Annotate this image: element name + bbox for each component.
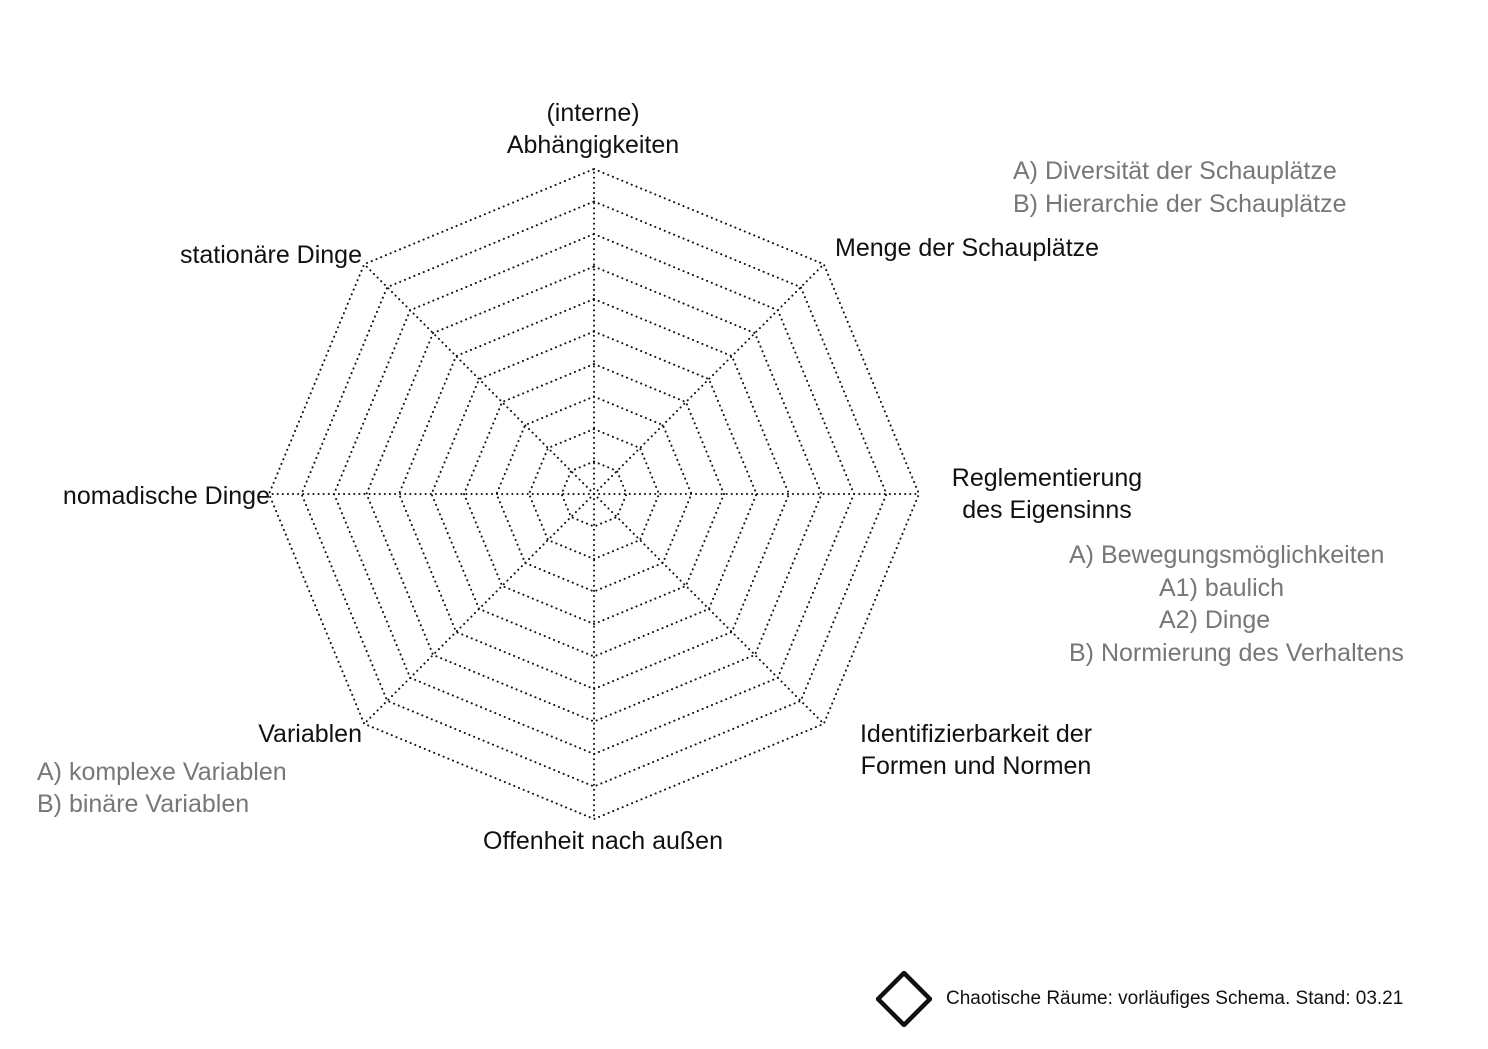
sublist-item: A1) baulich [1159,573,1285,602]
sublist-item: B) binäre Variablen [37,789,250,818]
footer-caption: Chaotische Räume: vorläufiges Schema. St… [874,969,1404,1029]
axis-label-line: stationäre Dinge [179,241,362,269]
grid-ring [397,297,791,691]
sublist-item: A) komplexe Variablen [37,758,287,786]
sublist-eigensinn: A) Bewegungsmöglichkeiten A1) baulich A2… [1069,539,1404,669]
sublist-item: B) Hierarchie der Schauplätze [1013,189,1347,218]
axis-label-eigensinn: Reglementierung des Eigensinns [927,462,1167,526]
axis-label-nomadisch: nomadische Dinge [10,480,270,512]
axis-spoke-stationaer [363,263,595,495]
axis-label-line: Variablen [258,720,362,748]
axis-label-line: (interne) [546,99,640,127]
axis-label-offenheit: Offenheit nach außen [443,825,763,857]
grid-ring [267,167,921,821]
axis-label-variablen: Variablen [160,718,362,750]
axis-label-abhaengigkeiten: (interne) Abhängigkeiten [463,97,723,161]
axis-label-identifizierbarkeit: Identifizierbarkeit der Formen und Norme… [826,718,1126,782]
sublist-item: A2) Dinge [1159,606,1271,634]
axis-label-line: Menge der Schauplätze [835,234,1100,262]
grid-ring [527,427,661,561]
axis-spoke-identifizierbarkeit [593,493,825,725]
sublist-item: A) Diversität der Schauplätze [1013,157,1337,185]
axis-label-line: nomadische Dinge [62,482,270,510]
sublist-item: B) Normierung des Verhaltens [1069,638,1404,667]
axis-label-line: Reglementierung [951,464,1143,492]
axis-label-line: des Eigensinns [962,496,1132,524]
axis-label-schauplaetze: Menge der Schauplätze [835,232,1099,264]
axis-label-line: Identifizierbarkeit der [859,720,1093,748]
sublist-item: A) Bewegungsmöglichkeiten [1069,541,1385,569]
diamond-icon [874,969,934,1029]
axis-label-line: Offenheit nach außen [483,827,723,855]
axis-spoke-schauplaetze [593,263,825,495]
axis-spoke-variablen [363,493,595,725]
axis-label-line: Abhängigkeiten [506,131,680,159]
axis-label-stationaer: stationäre Dinge [100,239,362,271]
grid-ring [462,362,726,626]
sublist-schauplaetze: A) Diversität der Schauplätze B) Hierarc… [1013,155,1347,220]
sublist-variablen: A) komplexe Variablen B) binäre Variable… [37,757,287,820]
footer-text: Chaotische Räume: vorläufiges Schema. St… [946,988,1404,1009]
axis-label-line: Formen und Normen [860,752,1092,780]
